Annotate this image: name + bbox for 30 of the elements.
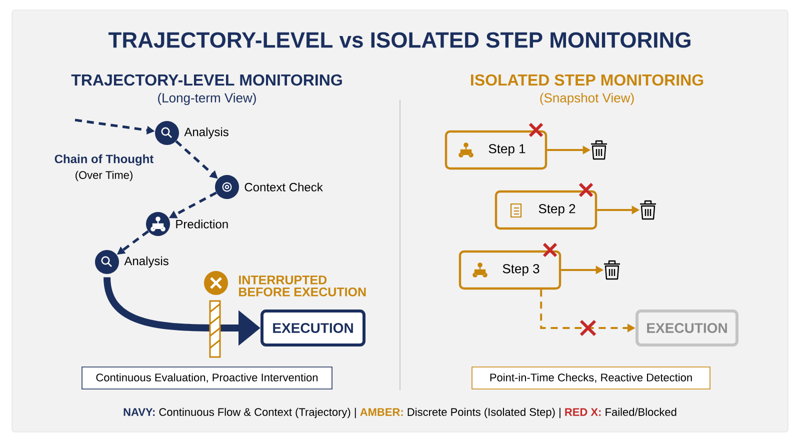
annotation: Chain of Thought [54,154,154,166]
label: Discrete Points (Isolated Step) [408,408,555,418]
title: TRAJECTORY-LEVEL vs ISOLATED STEP MONITORING [108,32,690,48]
heading: TRAJECTORY-LEVEL MONITORING [71,74,342,86]
step-label: Analysis [184,127,228,139]
label: AMBER: [360,408,403,416]
caption-box: Continuous Evaluation, Proactive Intervention [82,366,332,390]
step-label: Analysis [124,256,168,268]
label: RED X: [565,408,601,416]
step-box: Step 1 [444,130,548,170]
trash-can-icon [639,200,657,220]
subheading: (Long-term View) [158,92,256,106]
execution-box: EXECUTION [260,310,366,346]
label: NAVY: [124,408,155,416]
annotation: (Over Time) [76,170,132,182]
label: | [354,408,356,418]
step-label: Prediction [176,220,228,228]
subheading: (Snapshot View) [540,92,634,106]
trash-can-icon [603,260,621,280]
warning-text: INTERRUPTED BEFORE EXECUTION [239,276,366,296]
caption-box: Point-in-Time Checks, Reactive Detection [472,366,710,390]
step-label: Context Check [244,182,323,192]
step-box: Step 3 [458,250,562,290]
heading: ISOLATED STEP MONITORING [471,74,704,86]
label: Failed/Blocked [606,408,676,416]
trash-can-icon [590,140,608,160]
execution-box: EXECUTION [636,310,738,346]
key-line: NAVY: Continuous Flow & Context (Trajectory) | AMBER: Discrete Points (Isolated Step) | RED X: Failed/Blocked [124,408,676,418]
step-box: Step 2 [494,190,598,230]
label: Continuous Flow & Context (Trajectory) [159,408,350,418]
